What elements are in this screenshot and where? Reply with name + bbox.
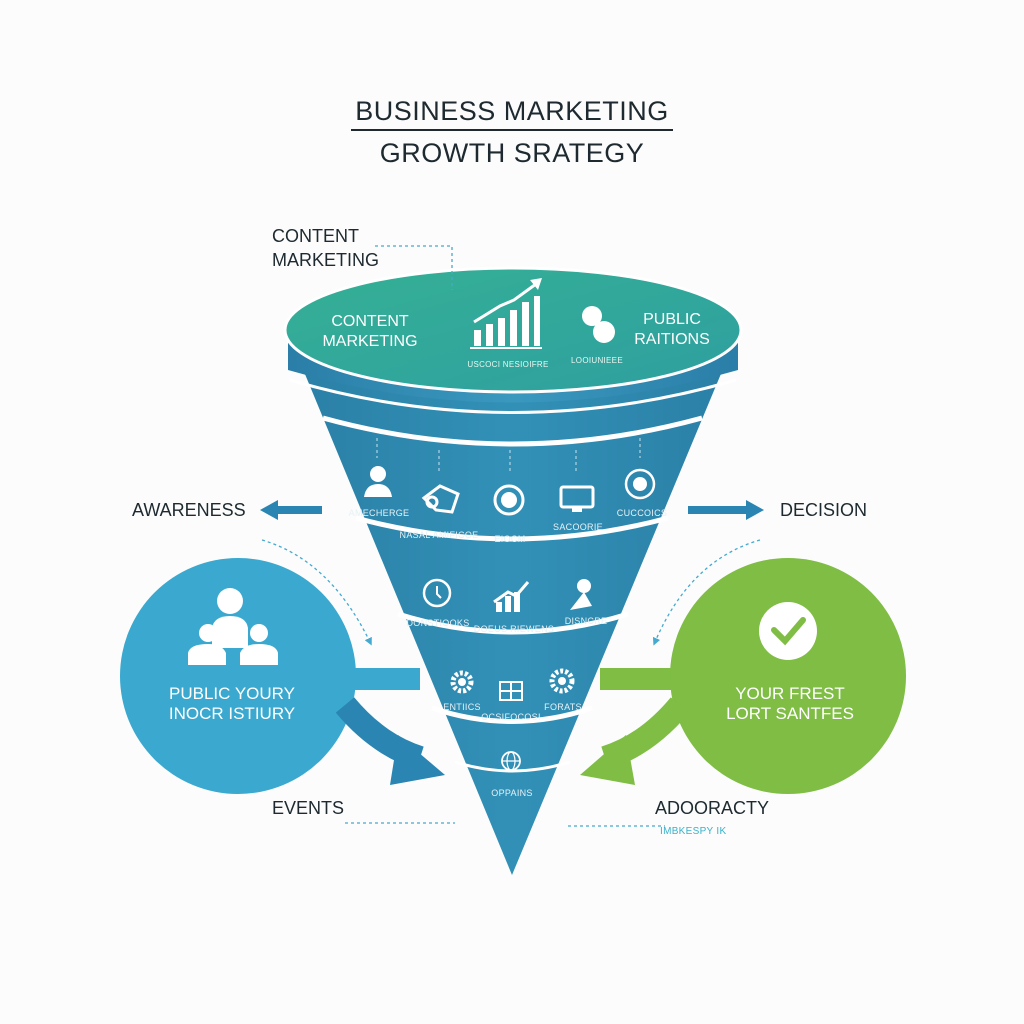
public-relations-icon — [582, 306, 615, 343]
left-curve-arrowhead — [390, 735, 445, 785]
right-circle-text: YOUR FREST LORT SANTFES — [726, 684, 854, 724]
growth-chart-icon — [470, 278, 542, 349]
right-connector — [600, 668, 690, 690]
band-divider-2 — [355, 515, 669, 542]
band1-caption-2: NASAL AMIFICOE — [399, 530, 479, 540]
band1-caption-5: CUCCOICS — [616, 508, 668, 518]
band-divider-1 — [322, 415, 703, 447]
band-divider-5 — [454, 760, 571, 773]
rim-highlight — [289, 378, 737, 414]
target-icon — [493, 484, 525, 516]
band2-caption-3: DISNCRE — [564, 616, 608, 626]
funnel-cone — [288, 333, 738, 875]
left-circle-text: PUBLIC YOURY INOCR ISTIURY — [169, 684, 295, 724]
right-circle-text-line2: LORT SANTFES — [726, 704, 854, 723]
band2-caption-2: DOEUS RIEWENS — [473, 624, 555, 634]
monitor-icon — [559, 485, 595, 512]
top-chart-caption: USCOCI NESIOIFRE — [467, 360, 549, 369]
right-circle-group — [580, 558, 906, 794]
band2-icons — [422, 578, 592, 612]
top-right-label-line1: PUBLIC — [643, 311, 701, 328]
top-left-label-line2: MARKETING — [322, 333, 418, 350]
decision-label: DECISION — [780, 500, 868, 520]
left-circle-text-line1: PUBLIC YOURY — [169, 684, 295, 703]
band3-icons — [450, 668, 575, 701]
events-label: EVENTS — [272, 798, 345, 818]
top-left-label: CONTENT MARKETING — [322, 312, 417, 352]
band3-caption-3: FORATS — [544, 702, 582, 712]
top-right-label: PUBLIC RAITIONS — [634, 310, 710, 350]
person-icon — [364, 466, 392, 497]
top-pr-caption: LOOIUNIEEE — [571, 356, 623, 365]
band3-caption-1: ENTIICS — [443, 702, 481, 712]
band-divider-4 — [431, 705, 593, 724]
awareness-arrow — [260, 500, 322, 520]
advocacy-sublabel: IMBKESPY IK — [660, 826, 727, 837]
band1-icons — [364, 466, 656, 516]
band1-caption-1: AMECHERGE — [348, 508, 410, 518]
right-circle-text-line1: YOUR FREST — [735, 684, 845, 703]
title-line-1: BUSINESS MARKETING — [355, 96, 669, 126]
gear-icon — [450, 670, 474, 694]
top-right-label-line2: RAITIONS — [634, 331, 710, 348]
content-marketing-callout-line1: CONTENT — [272, 226, 359, 246]
megaphone-icon — [421, 484, 460, 514]
pin-icon — [570, 579, 592, 610]
band1-dashed-lines — [376, 438, 641, 474]
band1-caption-3: EIOCM — [494, 534, 526, 544]
left-circle — [120, 558, 356, 794]
title-line-2: GROWTH SRATEGY — [379, 138, 645, 168]
right-circle — [670, 558, 906, 794]
globe-icon — [501, 751, 521, 771]
grid-box-icon — [499, 681, 523, 701]
team-icon — [188, 588, 278, 665]
band-divider-3 — [397, 611, 629, 635]
awareness-label: AWARENESS — [132, 500, 246, 520]
band4-caption-1: OPPAINS — [491, 788, 533, 798]
check-icon — [759, 602, 817, 660]
advocacy-label: ADOORACTY — [655, 798, 770, 818]
dashed-leaders — [261, 245, 761, 827]
title-divider — [351, 129, 673, 131]
clock-icon — [422, 578, 452, 608]
left-circle-group — [120, 558, 445, 794]
top-left-label-line1: CONTENT — [331, 313, 409, 330]
decision-arrow — [688, 500, 764, 520]
trend-chart-icon — [493, 581, 530, 612]
left-circle-text-line2: INOCR ISTIURY — [168, 704, 296, 723]
content-marketing-callout: CONTENT MARKETING — [272, 224, 379, 272]
band1-caption-4: SACOORIE — [553, 522, 603, 532]
right-curve-arrowhead — [580, 735, 635, 785]
cog-icon — [549, 668, 575, 694]
content-marketing-callout-line2: MARKETING — [272, 250, 380, 270]
band2-caption-1: DONSTIOOKS — [406, 618, 470, 628]
left-connector — [350, 668, 420, 690]
badge-icon — [624, 468, 656, 500]
band3-caption-2: OCSIFOCOSI — [481, 712, 541, 722]
